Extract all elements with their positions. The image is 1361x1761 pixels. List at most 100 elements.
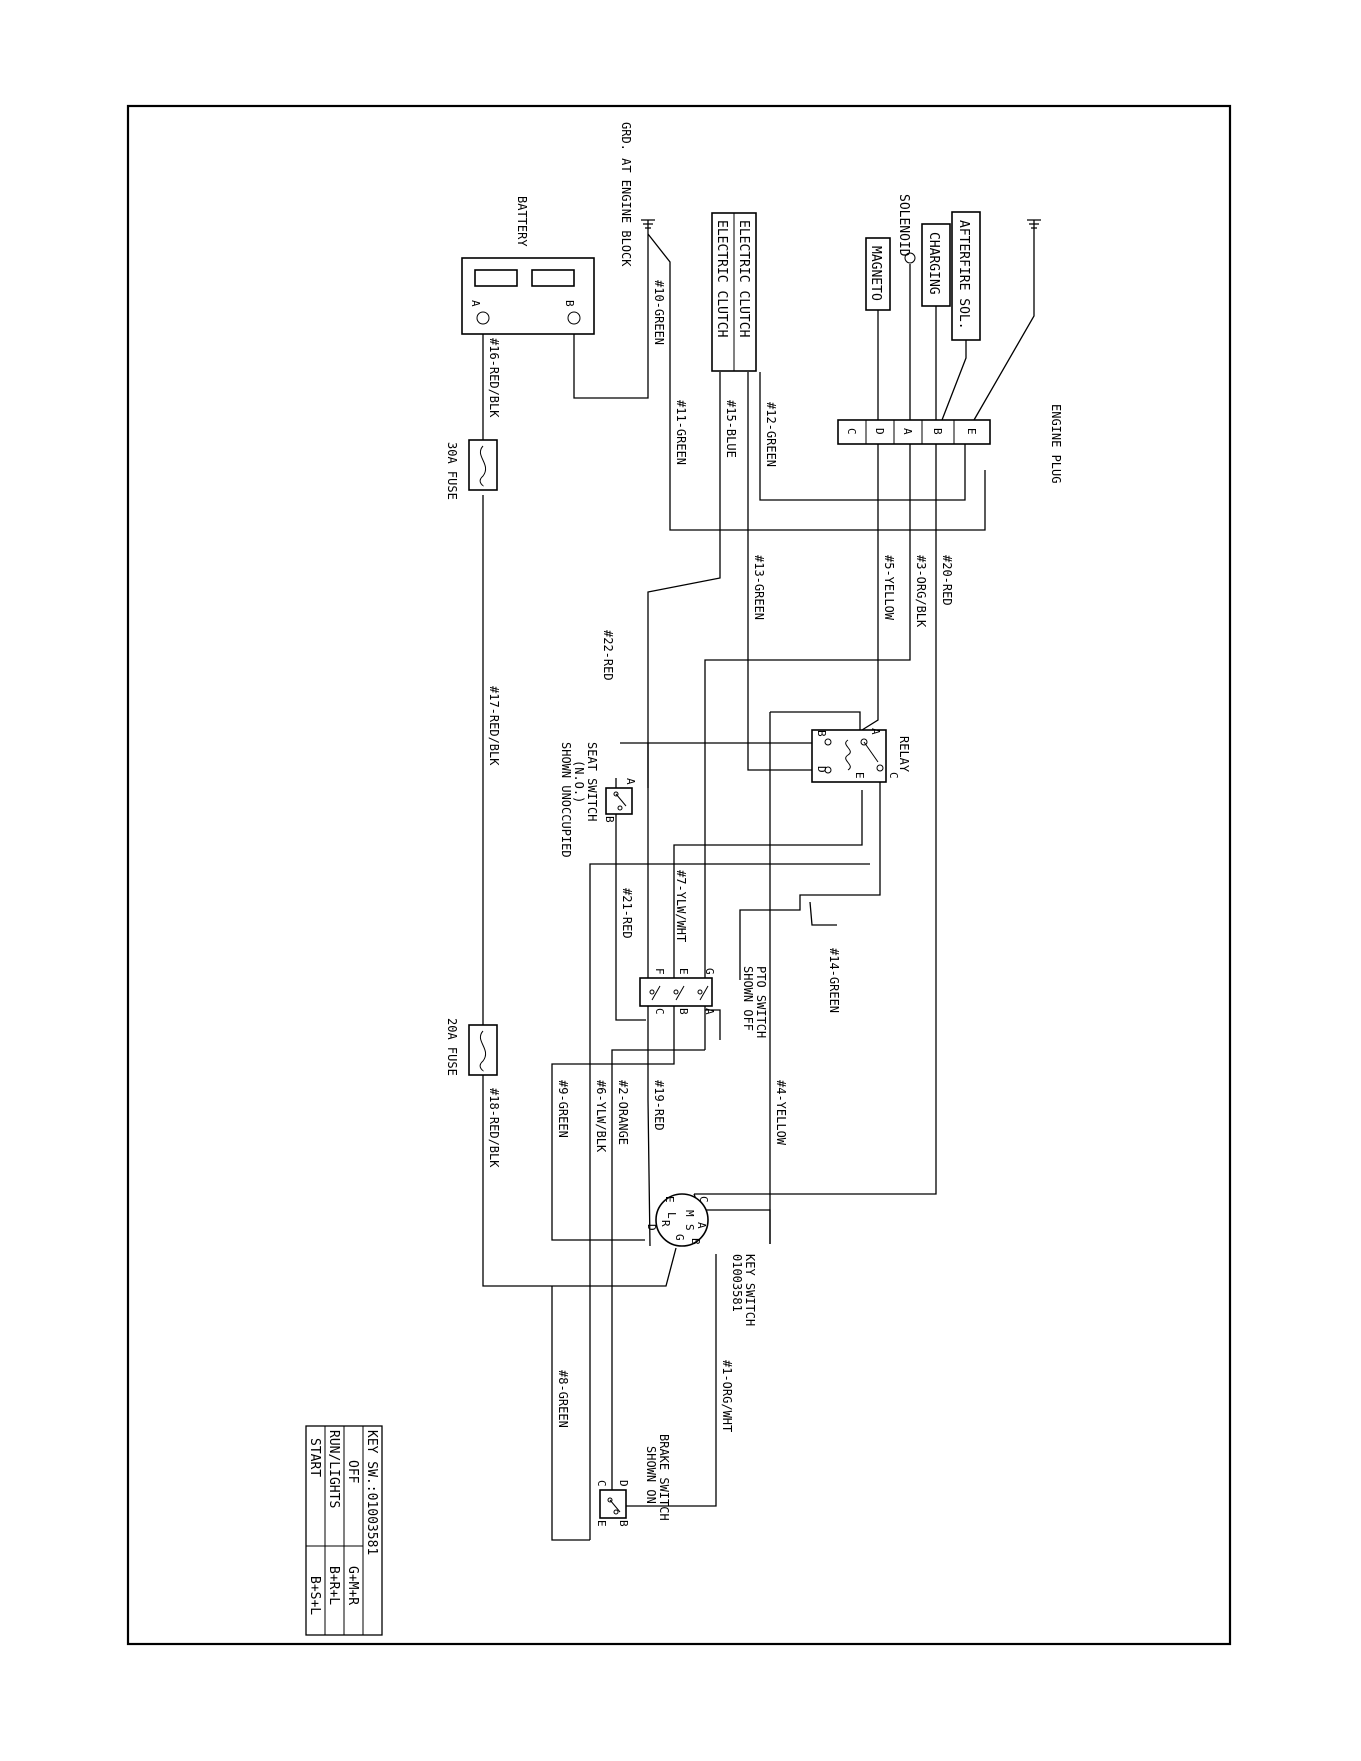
pto-switch-label: PTO SWITCH: [754, 966, 768, 1038]
wire-14-leader: [809, 901, 837, 926]
wire-label-4: #4-YELLOW: [774, 1080, 788, 1146]
wire-10-green: [573, 234, 649, 399]
brake-switch-state-label: SHOWN ON: [644, 1446, 658, 1504]
brake-switch: D C B E: [595, 1480, 630, 1527]
pto-pin-b: B: [677, 1008, 690, 1015]
electric-clutch-label-1: ELECTRIC CLUTCH: [736, 220, 751, 337]
wire-8-green: [551, 1286, 590, 1541]
wire-label-15: #15-BLUE: [724, 400, 738, 458]
wire-label-21: #21-RED: [620, 888, 634, 939]
wire-label-18: #18-RED/BLK: [487, 1088, 501, 1168]
key-table-title: KEY SW.:01003581: [364, 1430, 379, 1555]
wire-label-3: #3-ORG/BLK: [914, 555, 928, 628]
relay-pin-d: D: [815, 766, 828, 773]
engine-plug-pin-c: C: [845, 428, 858, 435]
key-switch-part-label: 01003581: [730, 1254, 744, 1312]
wire-label-14: #14-GREEN: [827, 948, 841, 1013]
key-table-row-1-contacts: B+R+L: [326, 1566, 341, 1605]
key-table-row-1-position: RUN/LIGHTS: [326, 1430, 341, 1508]
wire-3-org-blk: [704, 444, 911, 1050]
wire-21-red: [615, 778, 646, 1021]
wire-label-8: #8-GREEN: [556, 1370, 570, 1428]
wires: [482, 219, 1041, 1541]
seat-switch-pin-b: B: [603, 816, 616, 823]
key-pin-s: S: [683, 1224, 696, 1231]
pto-pin-g: G: [703, 968, 716, 975]
wire-label-5: #5-YELLOW: [882, 555, 896, 621]
engine-plug-pin-a: A: [901, 428, 914, 435]
wire-12-green: [759, 372, 966, 501]
relay-pin-b: B: [815, 730, 828, 737]
wire-20-red: [694, 444, 937, 1195]
wire-4-to-key: [700, 1209, 771, 1244]
charging: CHARGING: [921, 223, 951, 307]
key-pin-d: D: [645, 1224, 658, 1231]
battery-label: BATTERY: [515, 196, 529, 247]
ground-symbol-engine: [641, 219, 655, 234]
wire-pto-g: [705, 1009, 721, 1040]
wire-18-red-blk: [482, 1075, 677, 1287]
fuse-30a: [468, 439, 498, 491]
relay-pin-e: E: [853, 772, 866, 779]
brake-switch-label: BRAKE SWITCH: [657, 1434, 671, 1521]
brake-pin-c: C: [595, 1480, 608, 1487]
key-table-row-0-position: OFF: [345, 1460, 360, 1484]
battery-pin-b: B: [563, 300, 576, 307]
engine-plug: C D A B E: [837, 419, 991, 445]
wire-label-16: #16-RED/BLK: [487, 338, 501, 418]
key-table-row-0-contacts: G+M+R: [345, 1566, 360, 1605]
brake-pin-d: D: [617, 1480, 630, 1487]
key-switch-table: KEY SW.:01003581 OFF G+M+R RUN/LIGHTS B+…: [305, 1425, 383, 1636]
key-table-row-2-contacts: B+S+L: [307, 1576, 322, 1615]
wire-label-9: #9-GREEN: [556, 1080, 570, 1138]
wire-label-12: #12-GREEN: [764, 402, 778, 467]
fuse-20a-label: 20A FUSE: [445, 1018, 459, 1076]
seat-switch-label: SEAT SWITCH: [585, 742, 599, 821]
pto-pin-e: E: [677, 968, 690, 975]
pto-pin-a: A: [703, 1008, 716, 1015]
engine-plug-pin-d: D: [873, 428, 886, 435]
relay-label: RELAY: [897, 736, 911, 773]
charging-label: CHARGING: [926, 232, 941, 295]
key-table-row-2-position: START: [307, 1438, 322, 1477]
wire-relay-e: [673, 790, 863, 1050]
key-pin-b: B: [689, 1238, 702, 1245]
wire-5-to-relay-a: [861, 700, 879, 731]
wire-7-ylw-wht: [589, 863, 870, 1246]
wire-label-13: #13-GREEN: [752, 555, 766, 620]
wire-11-green: [647, 233, 986, 531]
key-switch-label: KEY SWITCH: [743, 1254, 757, 1326]
relay: A B C D E: [811, 728, 900, 783]
solenoid-label: SOLENOID: [896, 194, 911, 257]
key-pin-l: L: [665, 1212, 678, 1219]
wire-label-1: #1-ORG/WHT: [720, 1360, 734, 1432]
wire-label-17: #17-RED/BLK: [487, 686, 501, 766]
solenoid-terminal: [904, 252, 916, 264]
wire-label-19: #19-RED: [652, 1080, 666, 1131]
wire-13-green: [747, 372, 820, 771]
key-pin-g: G: [673, 1234, 686, 1241]
key-pin-m: M: [683, 1210, 696, 1217]
wire-label-7: #7-YLW/WHT: [674, 870, 688, 942]
key-pin-r: R: [659, 1220, 672, 1227]
wire-labels: #10-GREEN #16-RED/BLK #11-GREEN #15-BLUE…: [487, 280, 954, 1432]
electric-clutch: ELECTRIC CLUTCH ELECTRIC CLUTCH: [711, 212, 757, 372]
afterfire-solenoid: AFTERFIRE SOL.: [951, 211, 981, 341]
fuse-30a-label: 30A FUSE: [445, 442, 459, 500]
wire-label-11: #11-GREEN: [674, 400, 688, 465]
battery: A B: [461, 257, 595, 335]
relay-pin-c: C: [887, 772, 900, 779]
seat-switch-state-label: SHOWN UNOCCUPIED: [559, 742, 573, 858]
magneto: MAGNETO: [865, 237, 891, 311]
seat-switch-no-label: (N.O.): [572, 760, 586, 803]
wire-afterfire: [941, 340, 967, 421]
wire-label-22: #22-RED: [601, 630, 615, 681]
magneto-label: MAGNETO: [868, 246, 883, 301]
electric-clutch-label-2: ELECTRIC CLUTCH: [714, 220, 729, 337]
ground-symbol-plug: [1027, 219, 1041, 234]
key-pin-a: A: [695, 1222, 708, 1229]
pto-switch-state-label: SHOWN OFF: [741, 966, 755, 1031]
wire-label-20: #20-RED: [940, 555, 954, 606]
ground-engine-label: GRD. AT ENGINE BLOCK: [619, 122, 633, 267]
